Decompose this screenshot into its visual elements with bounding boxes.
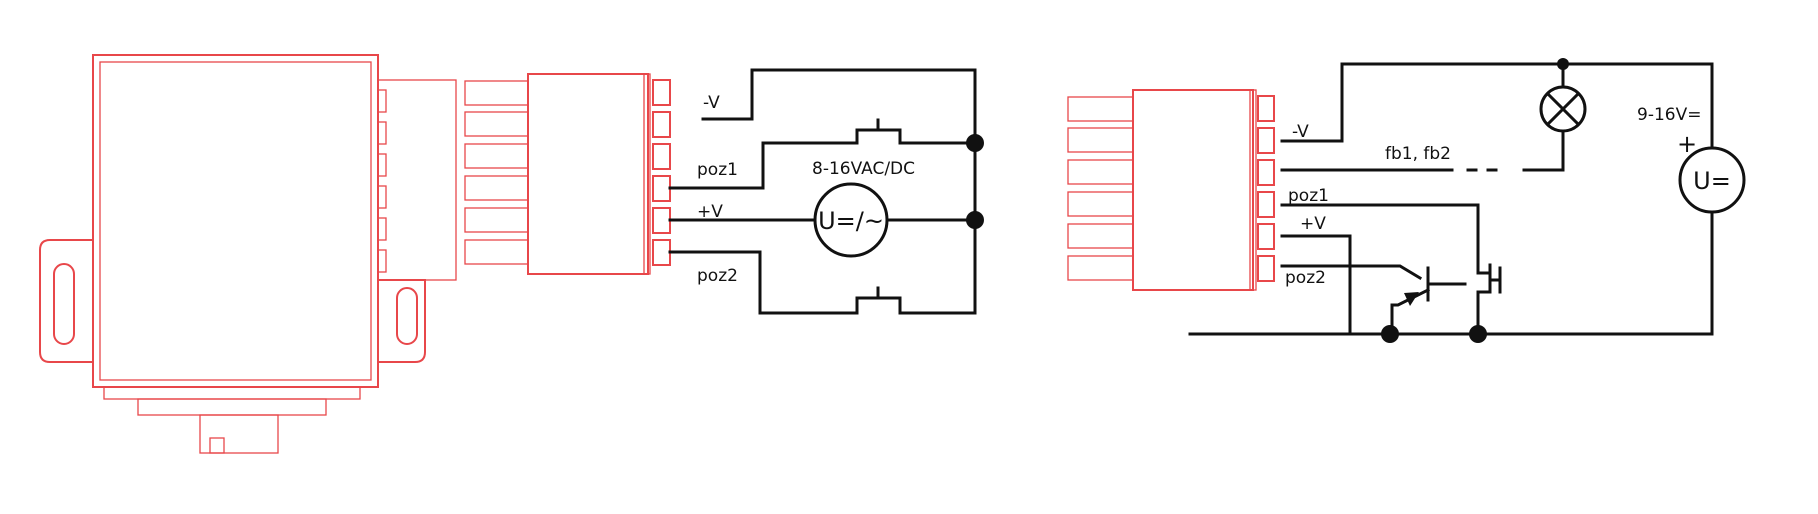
transistor-icon <box>1390 266 1467 336</box>
connector-right-terminals <box>1257 95 1275 282</box>
control-unit-housing <box>39 54 457 454</box>
label-plus-v: +V <box>1300 214 1326 234</box>
connector-left-terminals <box>652 79 671 266</box>
wire-minus-v <box>1280 62 1714 150</box>
wire-plus-v <box>1280 234 1392 336</box>
connector-left <box>464 73 671 275</box>
connector-left-body <box>527 73 649 275</box>
label-plus-v: +V <box>697 202 723 222</box>
label-supply-range: 9-16V= <box>1637 105 1701 125</box>
label-supply-range: 8-16VAC/DC <box>812 159 915 179</box>
terminal-3 <box>1257 159 1275 186</box>
label-poz2: poz2 <box>697 266 738 286</box>
wire-minus-v <box>701 68 977 315</box>
terminal-3 <box>652 143 671 170</box>
terminal-6 <box>652 239 671 266</box>
connector-right-body <box>1132 89 1254 291</box>
terminal-1 <box>1257 95 1275 122</box>
mounting-ear-right <box>378 279 426 363</box>
terminal-5 <box>652 207 671 234</box>
wire-poz2 <box>668 250 859 315</box>
label-minus-v: -V <box>703 93 720 113</box>
housing-bottom-plug <box>199 414 279 454</box>
lamp-icon <box>1539 85 1587 133</box>
terminal-5 <box>1257 223 1275 250</box>
mounting-slot-left <box>53 263 75 345</box>
housing-body-outer <box>92 54 379 388</box>
connector-right-leads <box>1067 96 1134 281</box>
wire-poz1 <box>668 141 859 190</box>
junction-dot <box>1469 325 1487 343</box>
mounting-ear-left <box>39 239 93 363</box>
right-wiring <box>1188 58 1746 343</box>
pushbutton-switch-icon <box>1476 263 1502 294</box>
housing-side-block <box>377 79 457 281</box>
terminal-1 <box>652 79 671 106</box>
junction-dot <box>1381 325 1399 343</box>
label-source-symbol: U=/~ <box>818 207 884 235</box>
label-plus-sign: + <box>1677 130 1697 158</box>
label-source-symbol: U= <box>1693 167 1731 195</box>
wire-poz2 <box>1280 264 1423 281</box>
label-feedback: fb1, fb2 <box>1385 144 1451 164</box>
pushbutton-switch-icon <box>855 118 902 145</box>
label-minus-v: -V <box>1292 122 1309 142</box>
voltage-source-icon <box>1678 146 1746 214</box>
label-poz1: poz1 <box>1288 186 1329 206</box>
label-poz1: poz1 <box>697 160 738 180</box>
terminal-2 <box>652 111 671 138</box>
left-wiring <box>668 68 984 315</box>
wire-poz1 <box>1280 203 1480 275</box>
pushbutton-switch-icon <box>855 286 902 315</box>
junction-dot <box>966 211 984 229</box>
connector-left-leads <box>464 80 529 265</box>
terminal-6 <box>1257 255 1275 282</box>
terminal-2 <box>1257 127 1275 154</box>
voltage-source-icon <box>813 182 889 258</box>
junction-dot <box>1557 58 1569 70</box>
label-poz2: poz2 <box>1285 268 1326 288</box>
housing-bottom-flange <box>103 386 361 400</box>
mounting-slot-right <box>396 287 418 345</box>
junction-dot <box>966 134 984 152</box>
terminal-4 <box>1257 191 1275 218</box>
housing-body-inner <box>99 61 372 381</box>
connector-right <box>1067 89 1275 291</box>
wire-return <box>1188 210 1714 336</box>
terminal-4 <box>652 175 671 202</box>
